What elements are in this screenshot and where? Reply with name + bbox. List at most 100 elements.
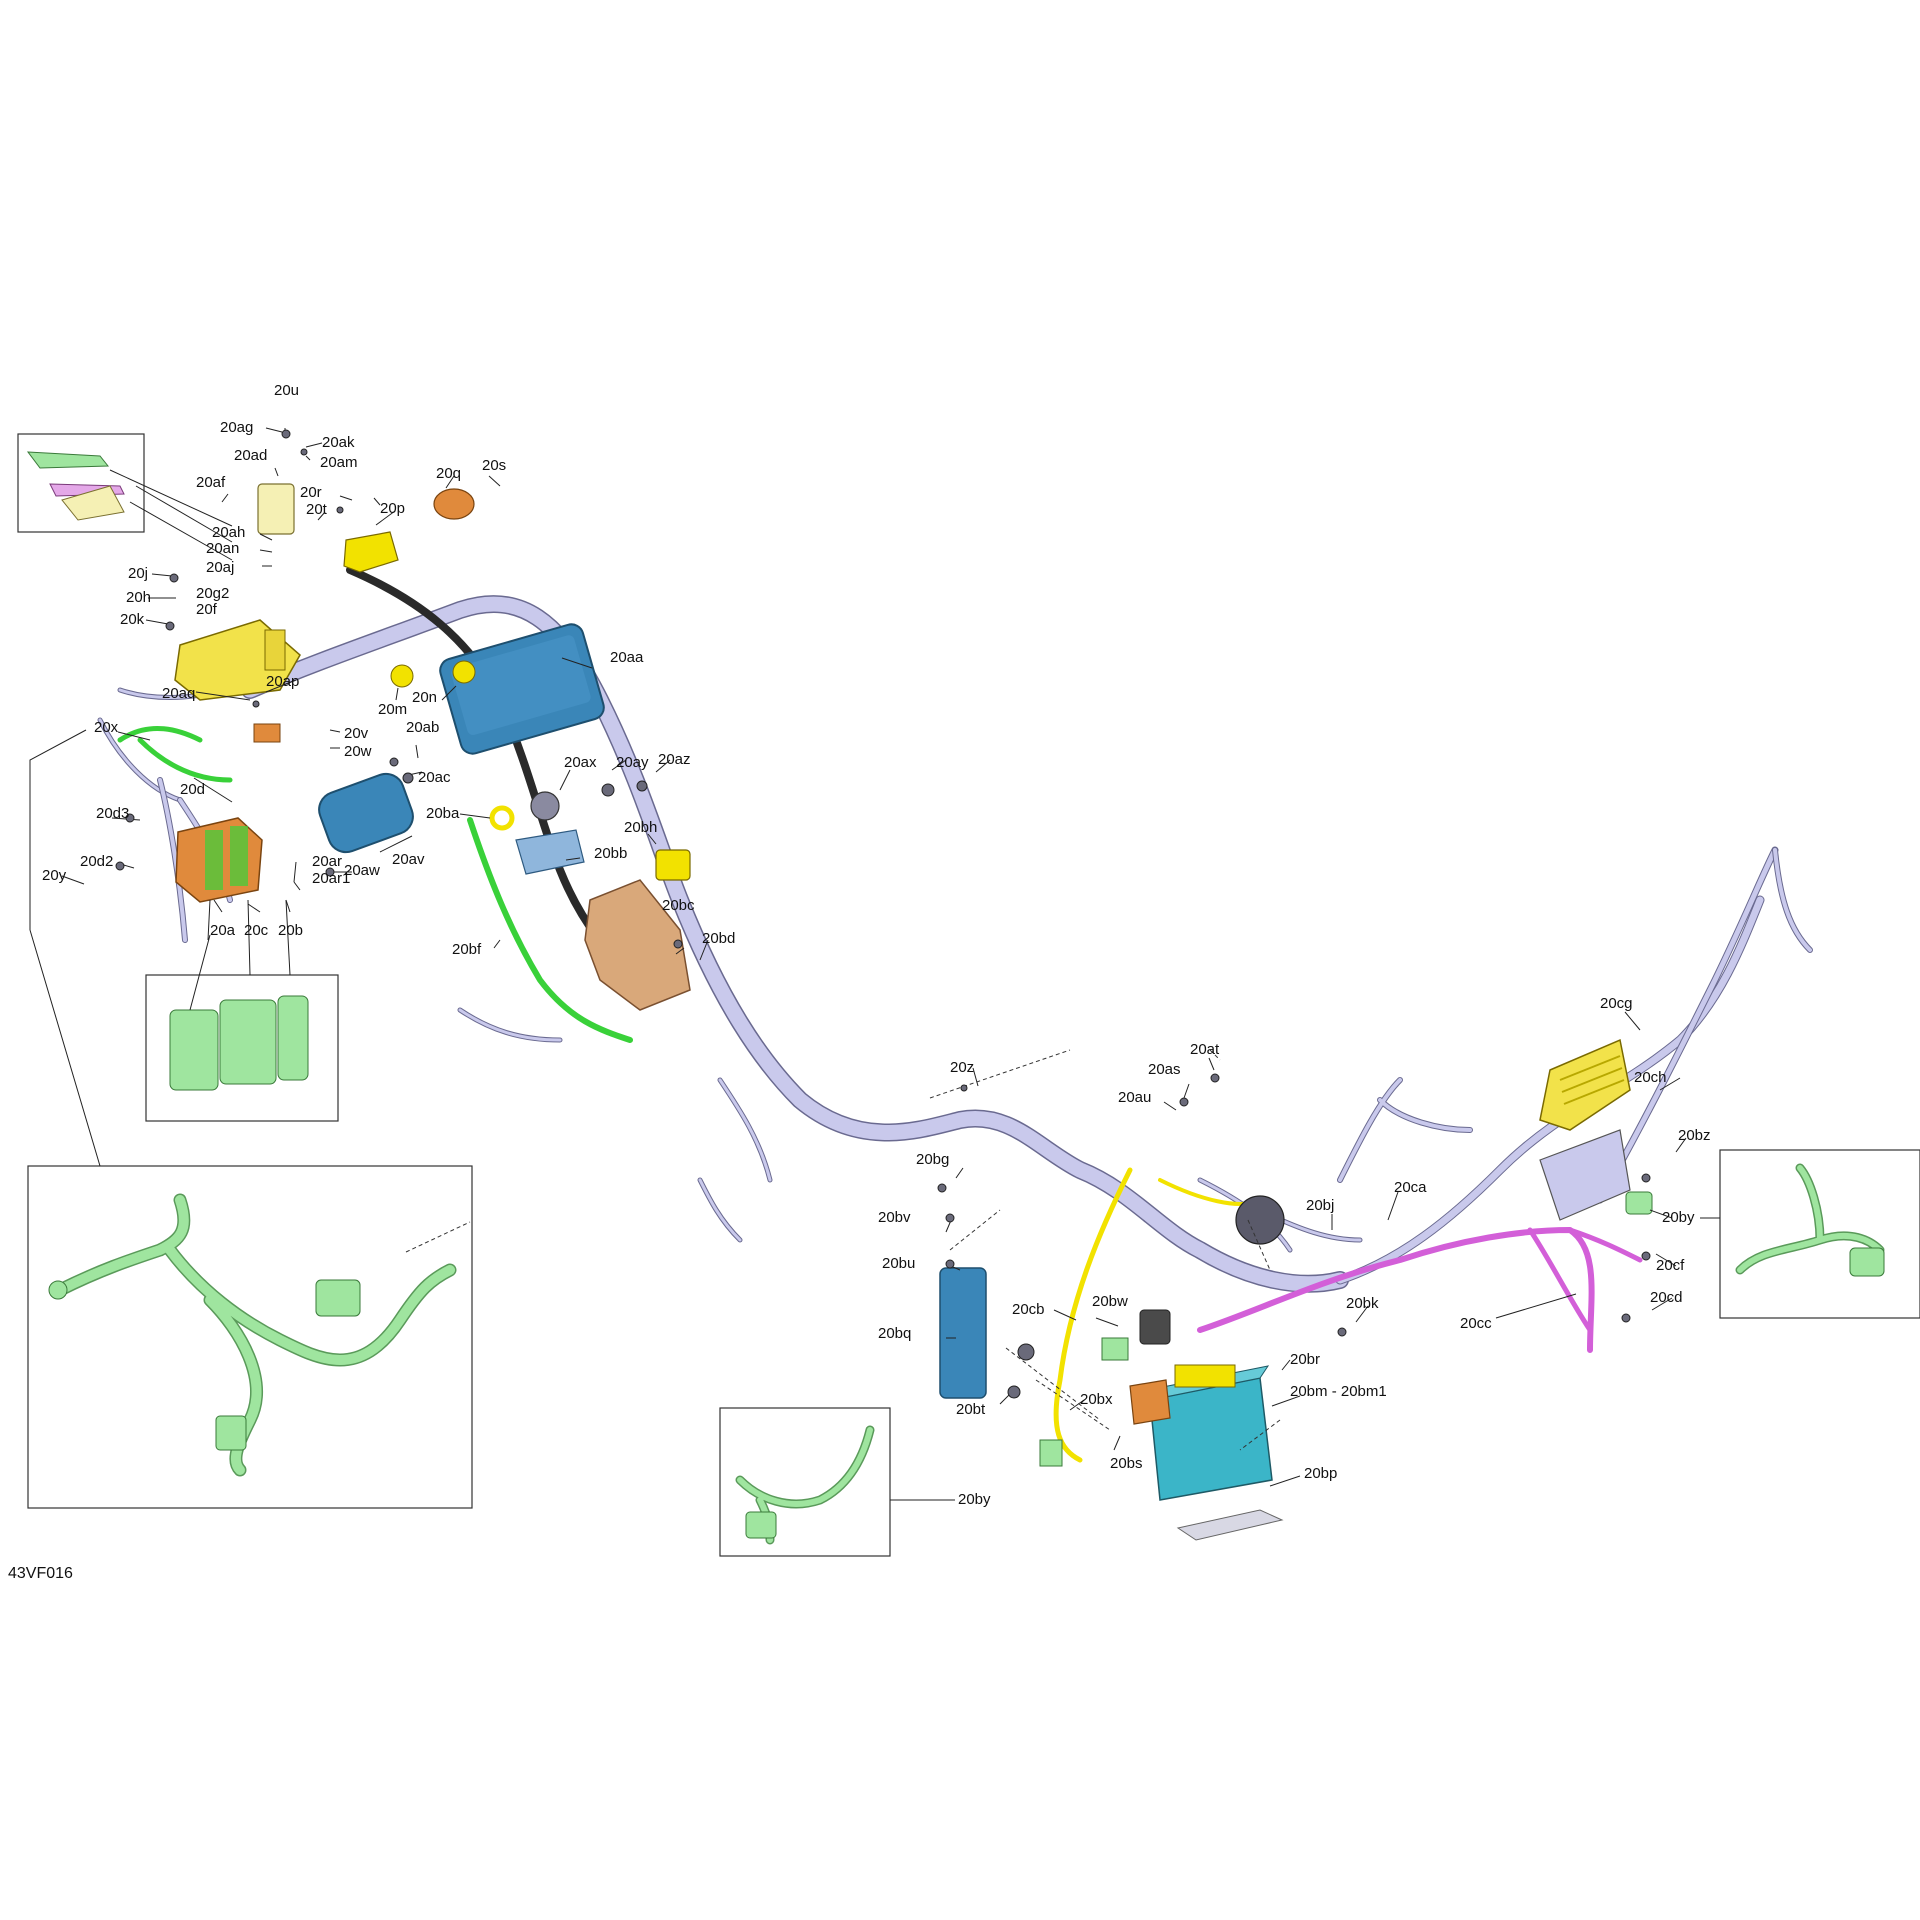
magenta-cable [1197,1227,1595,1353]
callout-20bb: 20bb [594,845,627,862]
callout-20ar: 20ar [312,853,342,870]
callout-20d2: 20d2 [80,853,113,870]
callout-20p: 20p [380,500,405,517]
module-20d [175,817,263,903]
callout-20bz: 20bz [1678,1127,1711,1144]
callout-20au: 20au [1118,1089,1151,1106]
callout-20ba: 20ba [426,805,460,822]
callout-20bw: 20bw [1092,1293,1128,1310]
assembly-dashed-lines [405,1049,1281,1451]
callout-20a: 20a [210,922,236,939]
callout-20bt: 20bt [956,1401,986,1418]
callout-20bc: 20bc [662,897,695,914]
ecu-20f [174,619,301,701]
callout-20d3: 20d3 [96,805,129,822]
magenta-cable-branch [1527,1227,1643,1333]
callout-20y: 20y [42,867,67,884]
plug-20n [452,660,476,684]
inset-leader-modules [189,899,291,1011]
callout-20bs: 20bs [1110,1455,1143,1472]
callout-20ap: 20ap [266,673,299,690]
cover-20bs [1129,1379,1171,1425]
callout-20av: 20av [392,851,425,868]
callout-20aq: 20aq [162,685,195,702]
fasteners [115,429,1651,1399]
callout-20cb: 20cb [1012,1301,1045,1318]
callout-20bm: 20bm - 20bm1 [1290,1383,1387,1400]
callout-20z: 20z [950,1059,974,1076]
callout-20j: 20j [128,565,148,582]
callout-20bx: 20bx [1080,1391,1113,1408]
callout-20by-bottom: 20by [958,1491,991,1508]
connector-20bw [1139,1309,1171,1345]
regulator-20cg [1539,1038,1631,1131]
callout-20k: 20k [120,611,145,628]
callout-20ac: 20ac [418,769,451,786]
callout-20aj: 20aj [206,559,234,576]
callout-20ca: 20ca [1394,1179,1427,1196]
callout-20ab: 20ab [406,719,439,736]
relay-20ad [257,483,295,535]
plug-20m [390,664,414,688]
callout-20bp: 20bp [1304,1465,1337,1482]
callout-20d: 20d [180,781,205,798]
callout-20bd: 20bd [702,930,735,947]
callout-20aw: 20aw [344,862,380,879]
callout-20bu: 20bu [882,1255,915,1272]
callout-20bh: 20bh [624,819,657,836]
callout-20az: 20az [658,751,691,768]
callout-20am: 20am [320,454,358,471]
callout-20bv: 20bv [878,1209,911,1226]
callout-20f: 20f [196,601,218,618]
callout-20at: 20at [1190,1041,1220,1058]
callout-20br: 20br [1290,1351,1320,1368]
callout-20aa: 20aa [610,649,644,666]
callout-20bj: 20bj [1306,1197,1334,1214]
yellow-cable [1053,1167,1133,1463]
callout-20bk: 20bk [1346,1295,1379,1312]
display-panel-20aa [439,623,605,755]
pad-20bp [1176,1509,1284,1541]
inset-leader-brackets [109,469,233,561]
callout-20af: 20af [196,474,226,491]
callout-20t: 20t [306,501,328,518]
callout-20ad: 20ad [234,447,267,464]
callout-20ay: 20ay [616,754,649,771]
inset-harness-20x [27,1165,473,1509]
inset-harness-20by-right [1719,1149,1920,1319]
callout-20m: 20m [378,701,407,718]
connector-20by-right [1625,1191,1653,1215]
callout-20bg: 20bg [916,1151,949,1168]
connector-20cb [1101,1337,1129,1361]
bracket-20bq [939,1267,987,1399]
callout-20cd: 20cd [1650,1289,1683,1306]
callout-20s: 20s [482,457,506,474]
callout-20x: 20x [94,719,119,736]
fuse-block-20bb [515,829,585,875]
pad-20av [318,772,414,854]
ring-20ba [489,805,515,831]
callout-20ag: 20ag [220,419,253,436]
connector-20p [343,531,399,573]
diagram-code: 43VF016 [8,1565,73,1582]
inset-leader-20x [29,729,101,1167]
callout-20bq: 20bq [878,1325,911,1342]
callout-20cc: 20cc [1460,1315,1492,1332]
callout-20ch: 20ch [1634,1069,1667,1086]
plug-20ax [530,791,560,821]
inset-modules [145,974,339,1122]
callout-20w: 20w [344,743,372,760]
connector-20by-bottom [1039,1439,1063,1467]
callout-20ah: 20ah [212,524,245,541]
callout-20n: 20n [412,689,437,706]
callout-20ax: 20ax [564,754,597,771]
callout-20cf: 20cf [1656,1257,1685,1274]
callout-20r: 20r [300,484,322,501]
callout-20by-right: 20by [1662,1209,1695,1226]
green-harness-front [467,817,633,1043]
module-20q [433,488,475,520]
callout-20as: 20as [1148,1061,1181,1078]
callout-20h: 20h [126,589,151,606]
